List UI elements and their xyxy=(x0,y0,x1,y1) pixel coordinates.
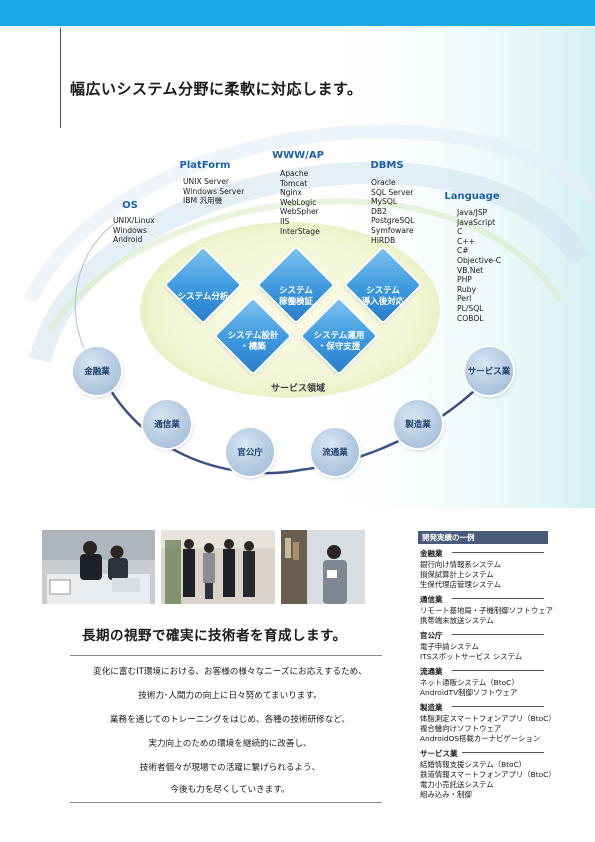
category-rule xyxy=(452,670,544,671)
platform-os-title: OS xyxy=(122,200,138,211)
body-line-1: 変化に富むIT環境における、お客様の様々なニーズにお応えするため、 xyxy=(93,667,367,677)
page-headline: 幅広いシステム分野に柔軟に対応します。 xyxy=(70,80,363,98)
achievement-category: サービス業 xyxy=(420,749,458,758)
section2-bottom-rule xyxy=(70,802,382,803)
category-rule xyxy=(452,598,544,599)
platform-language-list: Java/JSP JavaScript C C++ C# Objective-C… xyxy=(457,208,502,323)
body-line-6: 今後も力を尽くしていきます。 xyxy=(170,785,290,795)
photo-team-standing xyxy=(161,530,275,604)
achievement-item: 損保試算計上システム xyxy=(420,570,494,579)
achievement-item: 複合機向けソフトウェア xyxy=(420,724,502,733)
achievement-item: 生保代理店管理システム xyxy=(420,580,502,589)
achievement-item: 携帯端末放送システム xyxy=(420,616,494,625)
category-rule xyxy=(452,634,544,635)
achievement-item: 体脂測定スマートフォンアプリ（BtoC） xyxy=(420,714,556,723)
achievement-category: 流通業 xyxy=(420,667,443,676)
platform-platform-list: UNIX Server Windows Server IBM 汎用機 xyxy=(183,177,245,206)
industry-telecom-label: 通信業 xyxy=(154,420,180,430)
arc-band-3 xyxy=(47,198,563,332)
body-line-3: 業務を通じてのトレーニングをはじめ、各種の技術研修など、 xyxy=(109,715,351,725)
service-area-label: サービス領域 xyxy=(270,384,325,394)
service-label-verification: システム 稼働検証 xyxy=(278,286,313,307)
achievement-item: 電力小売託送システム xyxy=(420,780,494,789)
platform-platform-title: PlatForm xyxy=(179,160,231,171)
platform-language-title: Language xyxy=(444,191,500,202)
platform-www-list: Apache Tomcat Nginx WebLogic WebSpher II… xyxy=(280,169,320,236)
achievement-item: 電子申請システム xyxy=(420,642,479,651)
achievement-item: 鉄道情報スマートフォンアプリ（BtoC） xyxy=(420,770,556,779)
photo-office-meeting xyxy=(42,530,155,604)
industry-service: サービス業 xyxy=(465,347,513,395)
achievement-category: 金融業 xyxy=(420,549,443,558)
body-line-4: 実力向上のための環境を継続的に改善し、 xyxy=(148,739,312,749)
platform-dbms-list: Oracle SQL Server MySQL DB2 PostgreSQL S… xyxy=(371,178,415,245)
top-bar-gap xyxy=(0,26,595,28)
industry-service-label: サービス業 xyxy=(467,367,511,377)
service-label-design: システム設計 ・構築 xyxy=(227,331,279,352)
achievement-item: ネット通販システム（BtoC） xyxy=(420,678,519,687)
section2-title: 長期の視野で確実に技術者を育成します。 xyxy=(82,628,347,644)
service-label-post-deploy: システム 導入後対応 xyxy=(361,286,405,307)
achievement-item: リモート基地局・子機制御ソフトウェア xyxy=(420,606,554,615)
industry-finance-label: 金融業 xyxy=(84,367,110,377)
category-rule xyxy=(462,752,544,753)
category-rule xyxy=(452,706,544,707)
platform-dbms-title: DBMS xyxy=(370,160,404,171)
top-color-bar xyxy=(0,0,595,26)
achievement-item: AndroidTV制御ソフトウェア xyxy=(420,688,518,697)
industry-distribution: 流通業 xyxy=(311,428,359,476)
achievement-item: 結婚情報支援システム（BtoC） xyxy=(420,760,527,769)
body-line-2: 技術力･人間力の向上に日々努めてまいります。 xyxy=(138,691,322,701)
achievement-category: 製造業 xyxy=(420,703,443,712)
section2-top-rule xyxy=(70,655,382,656)
service-label-analysis: システム分析 xyxy=(177,292,229,302)
service-label-operation: システム運用 ・保守支援 xyxy=(313,331,365,352)
achievement-category: 官公庁 xyxy=(420,631,443,640)
achievement-item: 銀行向け情報系システム xyxy=(420,560,502,569)
achievements-title: 開発実績の一例 xyxy=(418,531,548,544)
industry-manufacturing: 製造業 xyxy=(394,400,442,448)
industry-manufacturing-label: 製造業 xyxy=(405,420,431,430)
achievement-item: 組み込み・制御 xyxy=(420,790,472,799)
platform-www-title: WWW/AP xyxy=(272,150,324,161)
achievement-item: AndroidOS搭載カーナビゲーション xyxy=(420,734,541,743)
industry-distribution-label: 流通業 xyxy=(322,448,348,458)
industry-telecom: 通信業 xyxy=(143,400,191,448)
achievement-item: ITSスポットサービス システム xyxy=(420,652,523,661)
category-rule xyxy=(452,552,544,553)
platform-os-list: UNIX/Linux Windows Android xyxy=(113,216,155,245)
arc-band-2 xyxy=(23,124,595,304)
industry-finance: 金融業 xyxy=(73,347,121,395)
photo-woman-with-tablet xyxy=(281,530,365,604)
industry-government: 官公庁 xyxy=(226,428,274,476)
industry-government-label: 官公庁 xyxy=(237,448,263,458)
arc-band-1 xyxy=(29,161,590,363)
body-line-5: 技術者個々が現場での活躍に繋げられるよう、 xyxy=(139,763,321,773)
headline-rule xyxy=(60,28,61,128)
achievement-category: 通信業 xyxy=(420,595,443,604)
